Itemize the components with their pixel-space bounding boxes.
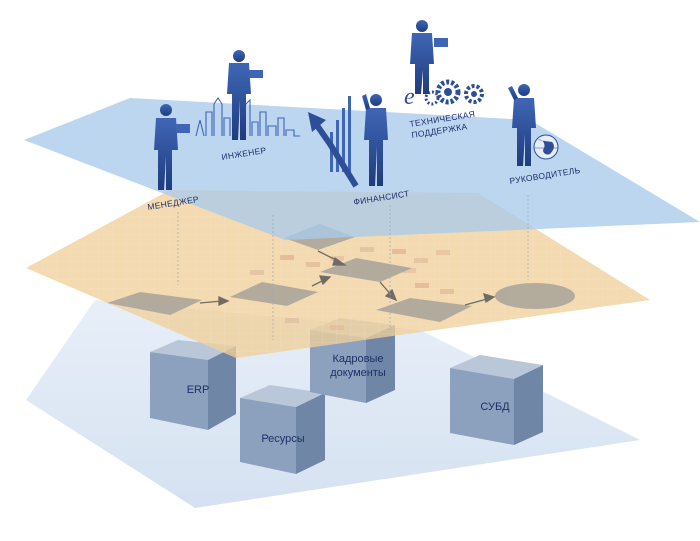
svg-text:e: e xyxy=(404,84,415,110)
dbms-cube: СУБД xyxy=(450,355,543,445)
gears-icon: e xyxy=(404,79,484,110)
resources-cube: Ресурсы xyxy=(240,385,325,474)
process-end-oval xyxy=(495,283,575,309)
manager-figure xyxy=(154,104,190,190)
dbms-label: СУБД xyxy=(480,401,510,413)
erp-label: ERP xyxy=(187,384,210,396)
director-figure xyxy=(508,84,536,166)
resources-label: Ресурсы xyxy=(261,433,304,445)
hr-documents-label-line1: Кадровые xyxy=(332,353,383,365)
data-layer: ERP Ресурсы Кадровые документы СУБД xyxy=(26,300,640,508)
financier-figure xyxy=(362,94,388,186)
city-skyline-icon xyxy=(195,97,300,137)
erp-cube: ERP xyxy=(150,340,236,430)
growth-chart-icon xyxy=(308,96,359,188)
process-layer xyxy=(26,190,650,358)
process-decision-center xyxy=(230,282,318,306)
connector-lines xyxy=(177,195,529,340)
engineer-figure xyxy=(227,50,263,140)
hr-documents-label-line2: документы xyxy=(330,367,386,379)
roles-layer: e xyxy=(24,20,700,340)
tech-support-figure xyxy=(410,20,448,94)
process-arrows xyxy=(199,250,496,307)
process-tiles xyxy=(250,247,454,330)
process-step-lower xyxy=(376,298,472,322)
globe-icon xyxy=(533,134,559,160)
process-step-left xyxy=(107,292,202,315)
